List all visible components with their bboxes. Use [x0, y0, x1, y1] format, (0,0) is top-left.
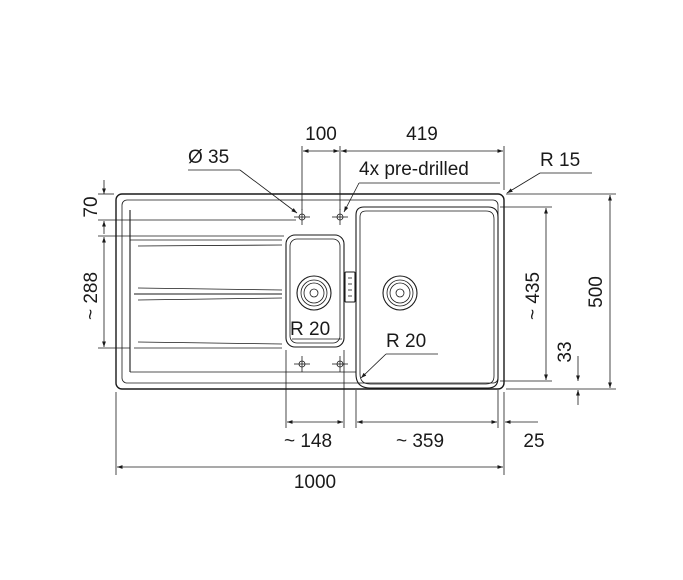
dimension-419: 419: [341, 124, 505, 190]
tap-hole-bottom-left: [294, 356, 310, 372]
overflow-slot: [344, 271, 356, 303]
dimension-100: 100: [301, 124, 341, 210]
label-100: 100: [305, 124, 337, 145]
dimension-435: ~ 435: [500, 206, 552, 382]
label-288: ~ 288: [81, 272, 102, 320]
dimension-r20-large: R 20: [360, 331, 438, 379]
large-bowl: [355, 206, 499, 389]
label-r20-large: R 20: [386, 331, 426, 352]
drain-large: [382, 275, 418, 311]
label-435: ~ 435: [523, 272, 544, 320]
label-25: 25: [523, 431, 544, 452]
dimension-pre-drilled: 4x pre-drilled: [343, 159, 500, 213]
dimension-288: ~ 288: [81, 235, 284, 349]
dimension-148: ~ 148: [284, 350, 345, 452]
drain-small: [296, 275, 332, 311]
label-pre-drilled: 4x pre-drilled: [359, 159, 469, 180]
small-bowl: [285, 234, 345, 348]
dimension-70: 70: [81, 180, 296, 234]
dimension-1000: 1000: [115, 392, 503, 493]
dimension-r15: R 15: [506, 150, 592, 194]
label-500: 500: [586, 276, 607, 308]
dimension-25: 25: [503, 392, 545, 475]
dimension-33: 33: [555, 341, 580, 405]
label-359: ~ 359: [396, 431, 444, 452]
dimension-diameter-35: Ø 35: [188, 147, 298, 214]
label-r15: R 15: [540, 150, 580, 171]
drainboard: [129, 210, 356, 373]
label-419: 419: [406, 124, 438, 145]
label-diameter-35: Ø 35: [188, 147, 229, 168]
tap-hole-bottom-right: [332, 356, 348, 372]
dimension-r20-small: R 20: [290, 319, 342, 340]
label-r20-small: R 20: [290, 319, 330, 340]
label-33: 33: [555, 341, 576, 362]
dimension-500: 500: [506, 193, 616, 390]
tap-hole-marks: [294, 209, 348, 372]
tap-hole-top-right: [332, 209, 348, 225]
label-148: ~ 148: [284, 431, 332, 452]
label-1000: 1000: [294, 472, 336, 493]
label-70: 70: [81, 196, 102, 217]
tap-hole-top-left: [294, 209, 310, 225]
dimension-359: ~ 359: [355, 390, 499, 452]
